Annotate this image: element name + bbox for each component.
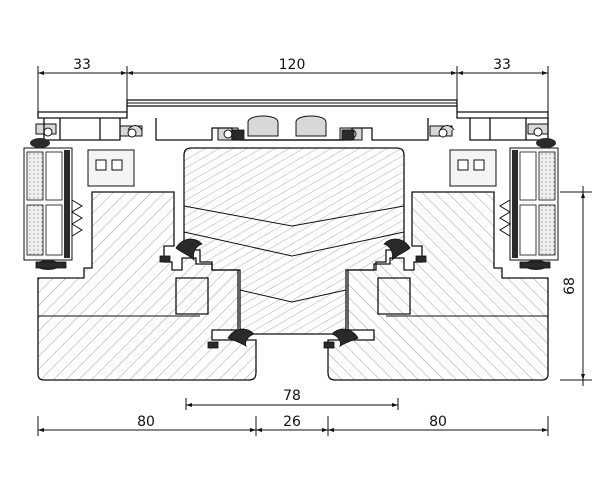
dim-inner-gap: 78: [283, 388, 301, 404]
dim-bottom-right: 80: [429, 414, 447, 430]
dim-top-left: 33: [73, 57, 91, 73]
right-dimension-line: 68: [560, 186, 592, 386]
glazing-right: [499, 138, 559, 270]
right-sash-timber: [327, 191, 549, 381]
dim-bottom-center: 26: [283, 414, 301, 430]
central-mullion-timber: [183, 147, 405, 335]
dim-top-right: 33: [493, 57, 511, 73]
top-dimension-line: 33 120 33: [37, 57, 549, 118]
gaskets: [35, 129, 551, 349]
glazing-left: [23, 138, 83, 270]
inner-gap-dimension: 78: [185, 388, 399, 410]
bottom-dimension-line: 80 26 80: [37, 414, 549, 436]
left-sash-timber: [37, 191, 257, 381]
dim-height-right: 68: [562, 277, 578, 295]
top-rivets: [43, 127, 543, 139]
glazing-blocks: [87, 149, 497, 187]
top-clips: [35, 115, 549, 141]
dim-bottom-left: 80: [137, 414, 155, 430]
top-cover-profile: [35, 99, 549, 141]
dim-top-center: 120: [279, 57, 306, 73]
